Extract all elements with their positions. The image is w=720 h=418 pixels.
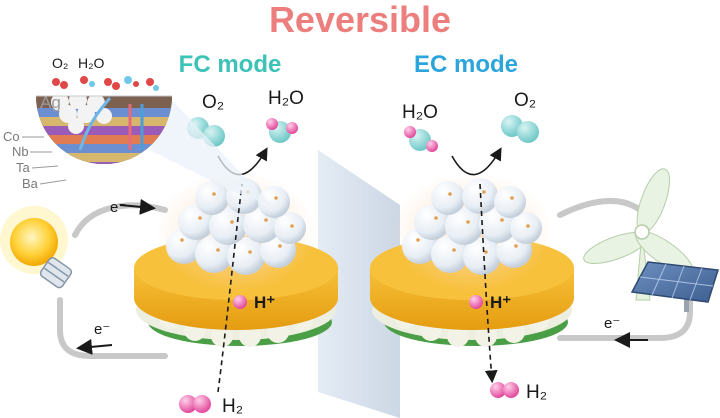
inset-h2o-label: H₂O xyxy=(78,55,105,71)
fc-mode-label: FC mode xyxy=(179,51,282,78)
fc-cell: H⁺ xyxy=(134,147,338,393)
ec-proton-label: H⁺ xyxy=(490,293,511,312)
fc-h2o-molecule xyxy=(266,118,298,143)
inset-ag-label: Ag xyxy=(40,93,61,112)
ec-h2o-molecule xyxy=(404,126,438,152)
ec-product-label: O₂ xyxy=(514,90,536,111)
light-bulb-icon xyxy=(0,206,73,289)
inset-gas-molecules xyxy=(52,76,159,91)
ec-electrode-particles xyxy=(402,178,542,275)
inset-co-label: Co xyxy=(3,129,20,144)
fc-electrode-particles xyxy=(166,178,306,275)
title: Reversible xyxy=(269,0,451,40)
fc-proton-icon xyxy=(233,295,247,309)
fc-proton-label: H⁺ xyxy=(254,293,275,312)
inset-o2-label: O₂ xyxy=(52,55,68,71)
inset-callout xyxy=(150,96,272,206)
fc-electron-bottom: e⁻ xyxy=(94,321,110,338)
fc-fuel-label: H₂ xyxy=(222,396,243,417)
fc-proton-path xyxy=(217,183,243,393)
ec-h2-molecule xyxy=(490,382,519,398)
fc-reactant-label: O₂ xyxy=(202,92,224,113)
ec-proton-icon xyxy=(469,295,483,309)
fc-h2-molecule xyxy=(179,395,211,413)
fc-electron-top: e⁻ xyxy=(110,199,126,216)
ec-reactant-label: H₂O xyxy=(402,102,438,123)
ec-o2-molecule xyxy=(501,115,539,143)
ec-cell: H⁺ xyxy=(370,147,574,384)
electron-arrow-bottom xyxy=(76,338,113,355)
inset-magnifier xyxy=(36,76,172,164)
fc-product-label: H₂O xyxy=(268,88,304,109)
ec-electron: e⁻ xyxy=(604,315,620,332)
electron-arrow-top xyxy=(119,198,156,215)
solar-panel-icon xyxy=(630,261,719,312)
ec-mode-label: EC mode xyxy=(414,51,518,78)
separator-panel xyxy=(318,150,400,418)
inset-ta-label: Ta xyxy=(16,160,31,175)
ec-reaction-arrow xyxy=(451,147,502,176)
ec-fuel-label: H₂ xyxy=(526,382,547,403)
inset-nb-label: Nb xyxy=(12,144,29,159)
ec-proton-path xyxy=(479,183,498,384)
inset-ba-label: Ba xyxy=(22,176,39,191)
inset-element-labels: Co Nb Ta Ba xyxy=(3,129,67,191)
